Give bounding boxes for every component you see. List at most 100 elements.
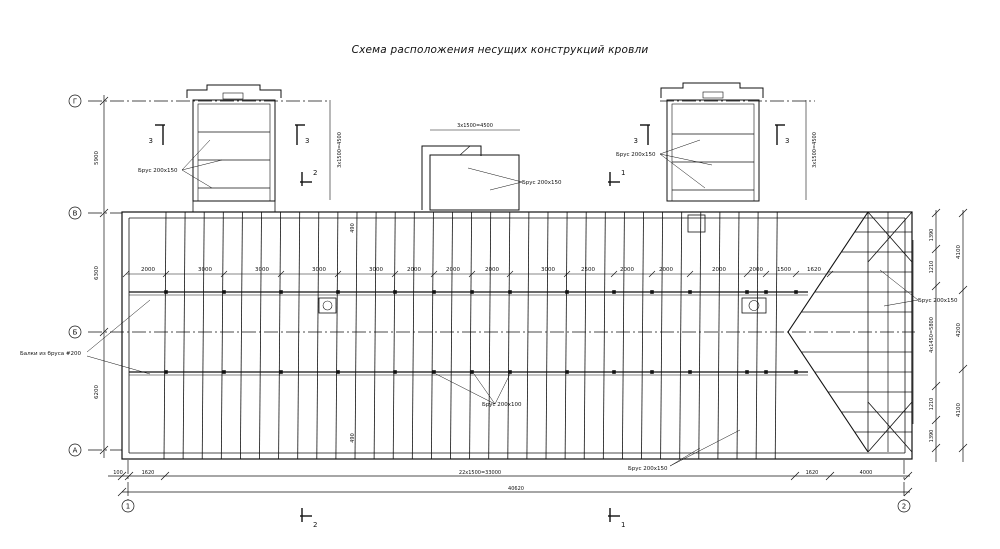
center-structure-step — [459, 145, 471, 156]
roof-hatch-top — [687, 214, 706, 233]
dim-offset-bottom: 490 — [350, 433, 356, 443]
roof-hatch-right-circle — [748, 300, 760, 311]
section-label-1-top: 1 — [621, 169, 625, 177]
bottom-dim-tick — [117, 487, 127, 497]
leader-line — [659, 153, 713, 166]
post — [565, 290, 569, 294]
rafter — [622, 211, 625, 460]
post — [764, 370, 768, 374]
post — [794, 370, 798, 374]
rafter — [259, 211, 262, 460]
dim-bottom-4000: 4000 — [860, 470, 873, 476]
rafter — [564, 211, 568, 460]
rafter — [641, 211, 644, 460]
dim-bottom-22x1500: 22x1500=33000 — [459, 470, 501, 476]
spacing-tick — [762, 270, 770, 278]
spacing-label: 2000 — [141, 267, 155, 273]
section-label-3-right-b: 3 — [785, 137, 789, 145]
spacing-label: 3000 — [198, 267, 212, 273]
spacing-tick — [122, 270, 130, 278]
spacing-label: 2000 — [749, 267, 763, 273]
post — [470, 370, 474, 374]
post — [432, 290, 436, 294]
left-dim-tick — [99, 208, 109, 218]
post — [336, 290, 340, 294]
axis-bubble-b — [68, 325, 82, 339]
right-tower-vent — [702, 91, 724, 99]
rafter — [297, 211, 301, 460]
spacing-label: 3000 — [541, 267, 555, 273]
post — [612, 370, 616, 374]
section-label-3-left: 3 — [149, 137, 153, 145]
spacing-tick — [391, 270, 399, 278]
rafter — [316, 211, 320, 460]
spacing-tick — [220, 270, 228, 278]
bottom-dim-tick — [825, 471, 835, 481]
axis-bubble-1 — [121, 499, 135, 513]
spacing-tick — [743, 270, 751, 278]
rafter — [431, 211, 434, 460]
axis-label-2: 2 — [902, 503, 906, 511]
leader-line — [181, 139, 211, 171]
dim-left-5900: 5900 — [94, 151, 100, 165]
rafter — [736, 211, 740, 460]
spacing-label: 1500 — [777, 267, 791, 273]
spacing-tick — [563, 270, 571, 278]
leader-line — [467, 167, 523, 183]
rafter — [220, 211, 224, 460]
dim-bottom-1620-right: 1620 — [806, 470, 819, 476]
rafter — [755, 211, 759, 460]
post — [222, 290, 226, 294]
dim-right-4100-top: 4100 — [956, 245, 962, 259]
hip-diagonal — [867, 401, 913, 453]
rafter — [660, 211, 663, 460]
post — [745, 370, 749, 374]
rafter — [392, 211, 396, 460]
leader-line — [659, 139, 701, 155]
post — [745, 290, 749, 294]
right-dim-tick — [958, 208, 968, 218]
spacing-label: 2000 — [407, 267, 421, 273]
dim-right-inner-4x1450: 4x1450=5800 — [929, 317, 935, 353]
post — [688, 370, 692, 374]
section-label-3-mid: 3 — [305, 137, 309, 145]
post — [470, 290, 474, 294]
spacing-label: 2000 — [712, 267, 726, 273]
label-brus-200x150-bottom: Брус 200х150 — [628, 466, 668, 472]
rafter — [602, 211, 606, 460]
spacing-label: 3000 — [312, 267, 326, 273]
right-dim-tick — [958, 285, 968, 295]
rafter — [583, 211, 587, 460]
left-tower-neck — [192, 201, 276, 213]
center-structure-top — [421, 145, 482, 210]
leader-line — [181, 159, 223, 171]
spacing-tick — [506, 270, 514, 278]
right-dim-tick — [931, 381, 941, 391]
dim-right-inner-1210-top: 1210 — [929, 261, 935, 274]
leader-line — [435, 373, 496, 405]
spacing-label: 2000 — [446, 267, 460, 273]
spacing-tick — [792, 270, 800, 278]
right-dim-tick — [931, 208, 941, 218]
left-tower-cap — [186, 84, 282, 98]
right-dim-tick — [958, 443, 968, 453]
spacing-tick — [686, 270, 694, 278]
spacing-tick — [826, 270, 834, 278]
spacing-label: 1620 — [807, 267, 821, 273]
bottom-dim-tick — [117, 471, 127, 481]
axis-label-v: В — [73, 210, 78, 218]
text-layer: Г В Б А 1 2 5900 6300 6200 4100 4200 410… — [20, 98, 962, 530]
axis-label-b: Б — [73, 329, 78, 337]
post — [393, 370, 397, 374]
dim-bottom-total: 40620 — [508, 486, 524, 492]
post — [650, 370, 654, 374]
spacing-tick — [334, 270, 342, 278]
dim-right-inner-1390-bottom: 1390 — [929, 430, 935, 443]
rafter — [163, 211, 167, 460]
roof-hatch-left-circle — [322, 300, 333, 311]
rafter — [698, 211, 702, 460]
rafter — [373, 211, 377, 460]
post — [764, 290, 768, 294]
dim-tower-right: 3x1500=4500 — [812, 132, 818, 168]
